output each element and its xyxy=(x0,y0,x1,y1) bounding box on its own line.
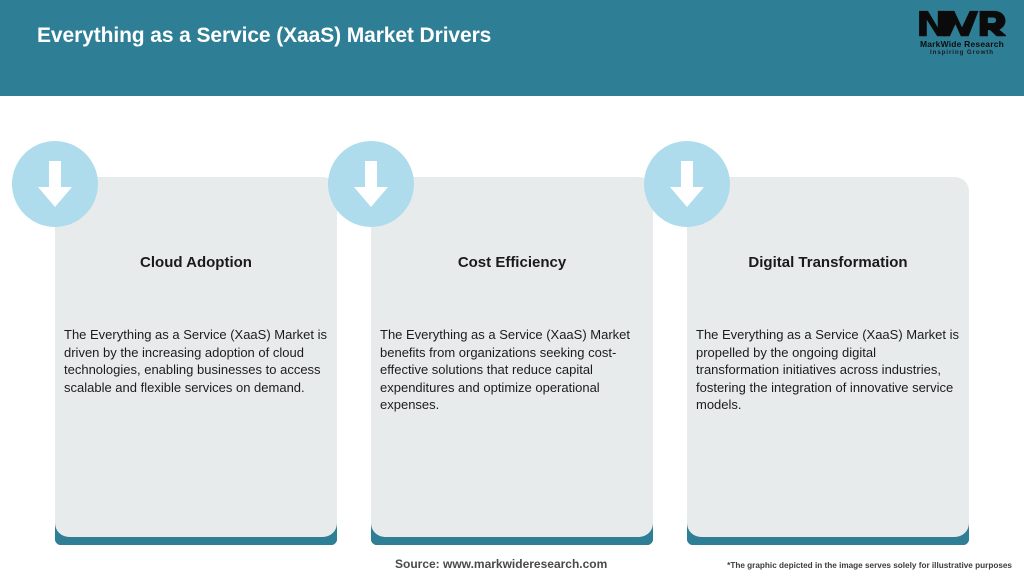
logo-company-name: MarkWide Research xyxy=(919,39,1005,49)
card-body-text: The Everything as a Service (XaaS) Marke… xyxy=(380,327,630,412)
arrow-down-glyph xyxy=(38,161,72,207)
card-body-text: The Everything as a Service (XaaS) Marke… xyxy=(64,327,327,395)
arrow-down-icon xyxy=(12,141,98,227)
brand-logo: MarkWide Research Inspiring Growth xyxy=(914,8,1010,60)
arrow-down-icon xyxy=(328,141,414,227)
disclaimer-label: *The graphic depicted in the image serve… xyxy=(727,561,1012,570)
arrow-down-glyph xyxy=(670,161,704,207)
header-bar xyxy=(0,0,1024,96)
card-panel xyxy=(687,177,969,537)
card-title: Digital Transformation xyxy=(748,254,908,271)
source-label: Source: www.markwideresearch.com xyxy=(395,557,608,571)
page-title: Everything as a Service (XaaS) Market Dr… xyxy=(37,24,492,47)
mwr-logo-icon xyxy=(919,10,1006,37)
card-panel xyxy=(371,177,653,537)
card-title: Cloud Adoption xyxy=(140,254,252,271)
arrow-down-icon xyxy=(644,141,730,227)
card-panel xyxy=(55,177,337,537)
logo-tagline: Inspiring Growth xyxy=(930,49,994,56)
arrow-down-glyph xyxy=(354,161,388,207)
card-body-text: The Everything as a Service (XaaS) Marke… xyxy=(696,327,959,412)
card-title: Cost Efficiency xyxy=(457,254,567,271)
